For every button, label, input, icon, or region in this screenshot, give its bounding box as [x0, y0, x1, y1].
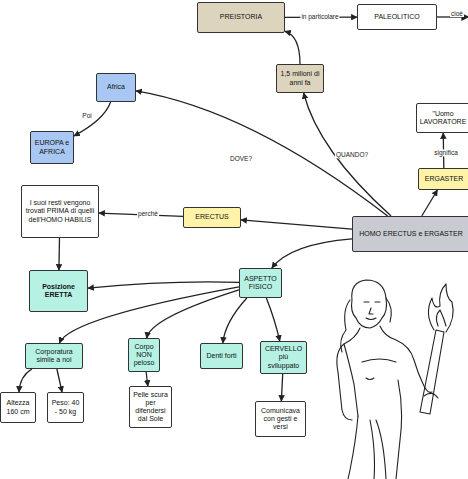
node-text: Peso: 40 - 50 kg: [50, 399, 81, 415]
feature-box: Posizione ERETTA: [29, 270, 88, 312]
place-box: EUROPA e AFRICA: [30, 131, 74, 164]
node-text: 1,5 milioni di anni fa: [279, 70, 321, 86]
edge-label: perchè: [137, 210, 159, 217]
detail-box: Altezza 160 cm: [0, 392, 36, 423]
feature-box: CERVELLO più sviluppato: [260, 341, 307, 374]
edge-label: Poi: [81, 112, 92, 119]
node-text: CERVELLO più sviluppato: [263, 345, 304, 369]
connector-arrow: [241, 220, 352, 229]
connector-arrow: [88, 282, 239, 288]
time-box: 1,5 milioni di anni fa: [276, 64, 324, 93]
node-text: Corporatura simile a noi: [28, 348, 80, 364]
detail-box: Peso: 40 - 50 kg: [47, 392, 84, 423]
node-text: I suoi resti vengono trovati PRIMA di qu…: [24, 199, 96, 223]
node-text: ERECTUS: [195, 213, 228, 221]
connector-arrow: [281, 374, 282, 401]
node-text: ERGASTER: [425, 175, 464, 183]
feature-box: Denti forti: [200, 343, 243, 369]
feature-box: ASPETTO FISICO: [239, 268, 282, 298]
connector-arrow: [285, 31, 300, 64]
place-box: Africa: [96, 73, 136, 102]
connector-arrow: [74, 102, 111, 136]
connector-arrow: [136, 91, 388, 216]
edge-label: in particolare: [300, 13, 339, 20]
connector-arrow: [57, 369, 62, 392]
connector-arrow: [272, 239, 352, 268]
feature-box: Corpo NON peloso: [128, 338, 160, 372]
connector-arrow: [223, 298, 247, 343]
connector-arrow: [19, 369, 32, 392]
node-text: Posizione ERETTA: [32, 283, 85, 299]
name-box: ERGASTER: [418, 168, 468, 190]
node-text: PREISTORIA: [220, 13, 262, 21]
node-text: Denti forti: [207, 352, 237, 360]
node-text: Comunicava con gesti e versi: [258, 407, 303, 431]
node-text: PALEOLITICO: [374, 13, 419, 21]
node-text: HOMO ERECTUS e ERGASTER: [359, 230, 462, 238]
detail-box: Pelle scura per difendersi dal Sole: [129, 386, 172, 428]
central-box: HOMO ERECTUS e ERGASTER: [352, 216, 468, 252]
feature-box: Corporatura simile a noi: [25, 343, 83, 369]
connector-arrow: [266, 298, 279, 341]
connector-arrow: [146, 372, 148, 386]
name-box: ERECTUS: [183, 207, 241, 228]
node-text: Pelle scura per difendersi dal Sole: [132, 391, 169, 423]
period-box: PALEOLITICO: [357, 4, 437, 30]
node-text: Altezza 160 cm: [3, 399, 33, 415]
edge-label: significa: [433, 149, 458, 156]
connector-arrow: [58, 238, 60, 270]
free-label: cioè: [450, 10, 464, 17]
node-text: Corpo NON peloso: [131, 343, 157, 367]
connector-arrow: [304, 93, 391, 216]
meaning-box: "Uomo LAVORATORE: [416, 103, 468, 133]
connector-arrow: [422, 190, 438, 216]
node-text: Africa: [107, 83, 125, 91]
period-box: PREISTORIA: [197, 2, 285, 33]
detail-box: Comunicava con gesti e versi: [255, 401, 306, 437]
node-text: "Uomo LAVORATORE: [419, 110, 467, 126]
note-box: I suoi resti vengono trovati PRIMA di qu…: [21, 185, 99, 238]
edge-label: QUANDO?: [335, 151, 369, 158]
edge-label: DOVE?: [229, 155, 253, 162]
node-text: EUROPA e AFRICA: [33, 139, 71, 155]
node-text: ASPETTO FISICO: [242, 275, 279, 291]
